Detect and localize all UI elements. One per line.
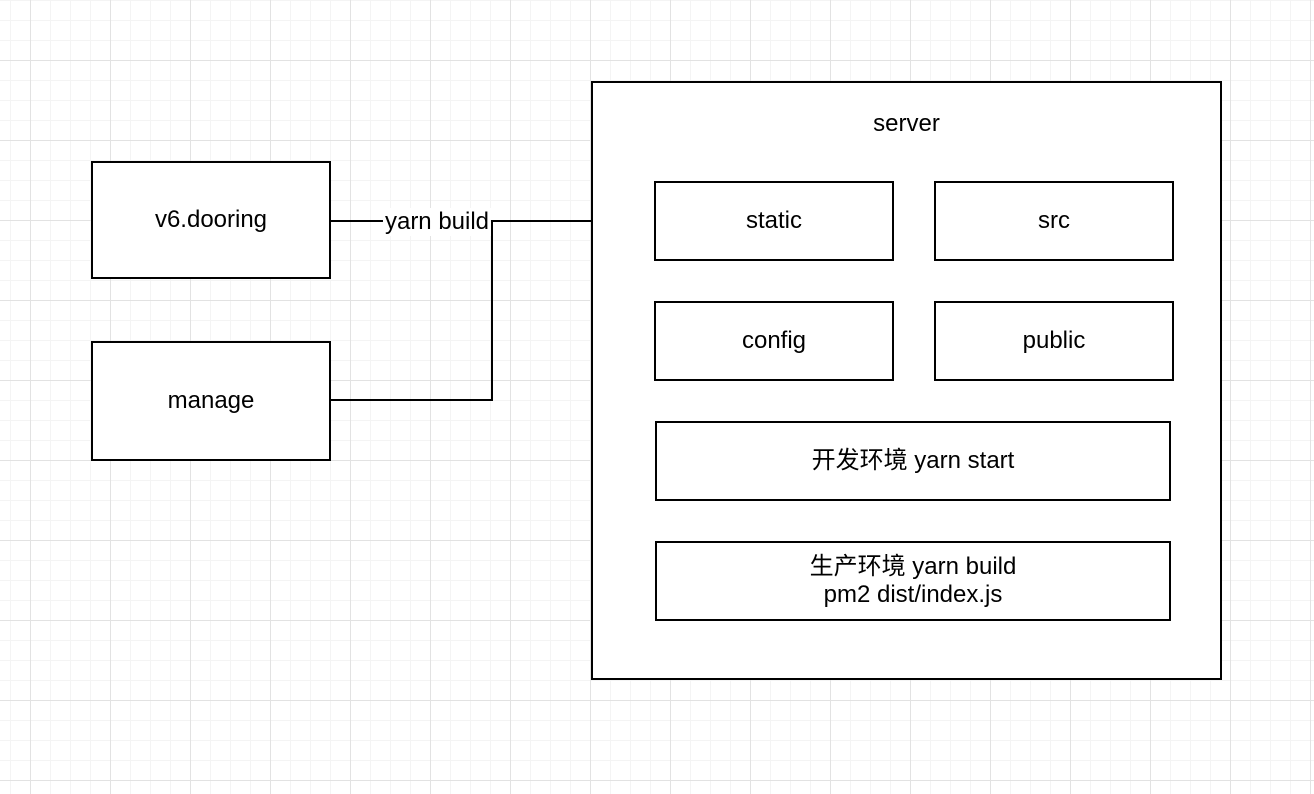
node-manage-label: manage — [167, 387, 255, 414]
node-server[interactable]: server static src config public 开发环境 yar… — [591, 81, 1222, 680]
node-dev-env-label: 开发环境 yarn start — [811, 447, 1015, 474]
node-v6-dooring-label: v6.dooring — [154, 206, 268, 233]
edge-manage-to-static[interactable] — [331, 221, 493, 401]
node-static[interactable]: static — [654, 181, 894, 261]
node-manage[interactable]: manage — [91, 341, 331, 461]
node-static-label: static — [745, 207, 802, 234]
node-prod-env[interactable]: 生产环境 yarn build pm2 dist/index.js — [655, 541, 1171, 621]
node-src[interactable]: src — [934, 181, 1174, 261]
node-server-label: server — [873, 110, 940, 137]
node-src-label: src — [1038, 207, 1070, 234]
node-public-label: public — [1022, 327, 1086, 354]
node-config-label: config — [741, 327, 807, 354]
node-dev-env[interactable]: 开发环境 yarn start — [655, 421, 1171, 501]
node-config[interactable]: config — [654, 301, 894, 381]
node-prod-env-label-line2: pm2 dist/index.js — [823, 581, 1003, 608]
edge-label-yarn-build[interactable]: yarn build — [382, 208, 492, 236]
node-prod-env-label-line1: 生产环境 yarn build — [809, 553, 1017, 580]
node-v6-dooring[interactable]: v6.dooring — [91, 161, 331, 279]
node-public[interactable]: public — [934, 301, 1174, 381]
